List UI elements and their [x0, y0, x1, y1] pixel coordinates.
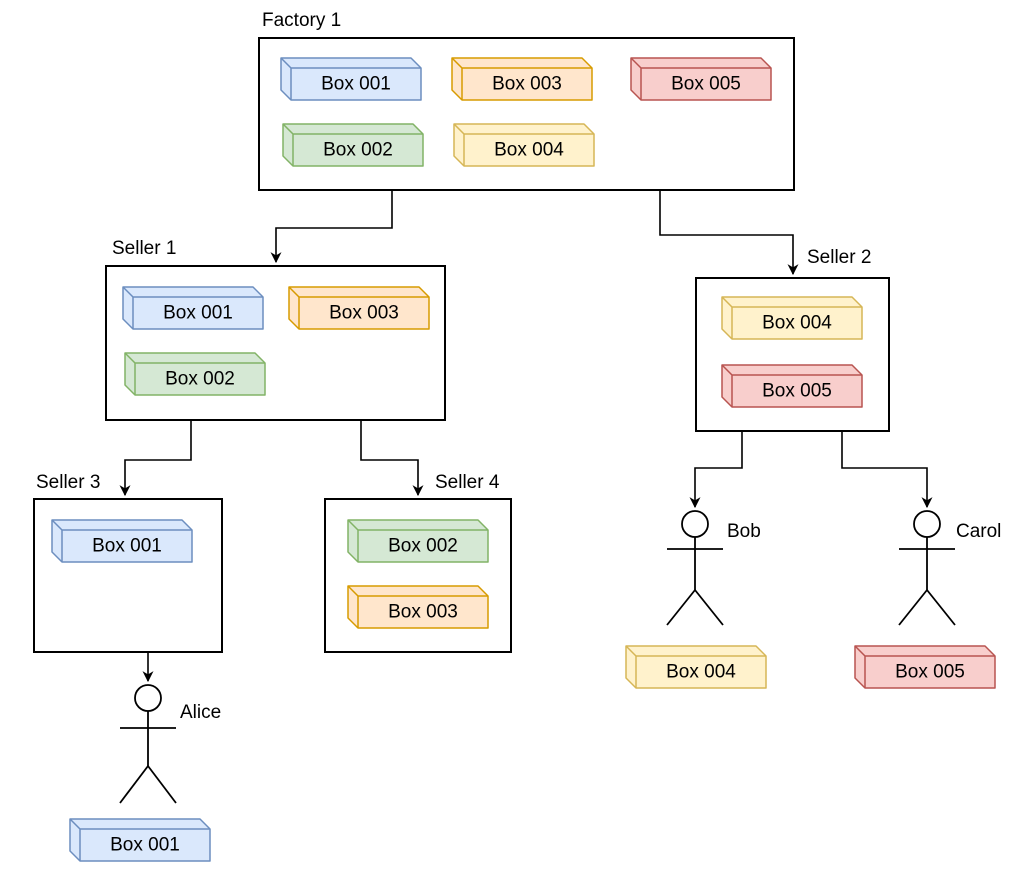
box-label: Box 004 [666, 662, 736, 683]
edge-factory-1-to-seller-2 [659, 190, 799, 276]
box-item: Box 005 [854, 645, 996, 689]
box-label: Box 002 [323, 140, 393, 161]
box-item: Box 002 [347, 519, 489, 563]
container-label: Seller 1 [112, 238, 176, 259]
person-name: Carol [956, 521, 1001, 542]
edge-factory-1-to-seller-1 [270, 190, 393, 264]
box-label: Box 001 [321, 74, 391, 95]
box-label: Box 003 [492, 74, 562, 95]
box-label: Box 002 [388, 536, 458, 557]
edges [119, 190, 933, 683]
person-name: Alice [180, 702, 221, 723]
person-bob: Bob [666, 510, 761, 626]
container-label: Seller 2 [807, 247, 871, 268]
box-item: Box 005 [630, 57, 772, 101]
person-alice: Alice [119, 684, 221, 804]
box-label: Box 004 [762, 313, 832, 334]
person-icon [666, 510, 724, 626]
box-item: Box 002 [124, 352, 266, 396]
box-label: Box 005 [671, 74, 741, 95]
box-item: Box 004 [721, 296, 863, 340]
edge-seller-1-to-seller-3 [119, 420, 192, 497]
box-item: Box 002 [282, 123, 424, 167]
box-label: Box 004 [494, 140, 564, 161]
box-item: Box 005 [721, 364, 863, 408]
container-label: Factory 1 [262, 10, 341, 31]
box-label: Box 005 [762, 381, 832, 402]
box-item: Box 001 [280, 57, 422, 101]
box-item: Box 004 [453, 123, 595, 167]
person-icon [119, 684, 177, 804]
container-label: Seller 3 [36, 472, 100, 493]
box-label: Box 001 [163, 303, 233, 324]
box-item: Box 001 [122, 286, 264, 330]
box-item: Box 001 [51, 519, 193, 563]
box-item: Box 001 [69, 818, 211, 862]
person-carol: Carol [898, 510, 1001, 626]
box-item: Box 003 [347, 585, 489, 629]
person-name: Bob [727, 521, 761, 542]
box-label: Box 001 [92, 536, 162, 557]
box-label: Box 001 [110, 835, 180, 856]
box-item: Box 004 [625, 645, 767, 689]
edge-seller-2-to-carol [841, 431, 933, 509]
box-label: Box 003 [388, 602, 458, 623]
box-item: Box 003 [288, 286, 430, 330]
person-icon [898, 510, 956, 626]
edge-seller-2-to-bob [689, 431, 743, 509]
box-label: Box 003 [329, 303, 399, 324]
container-label: Seller 4 [435, 472, 500, 493]
box-label: Box 005 [895, 662, 965, 683]
box-item: Box 003 [451, 57, 593, 101]
box-label: Box 002 [165, 369, 235, 390]
edge-seller-1-to-seller-4 [360, 420, 424, 497]
